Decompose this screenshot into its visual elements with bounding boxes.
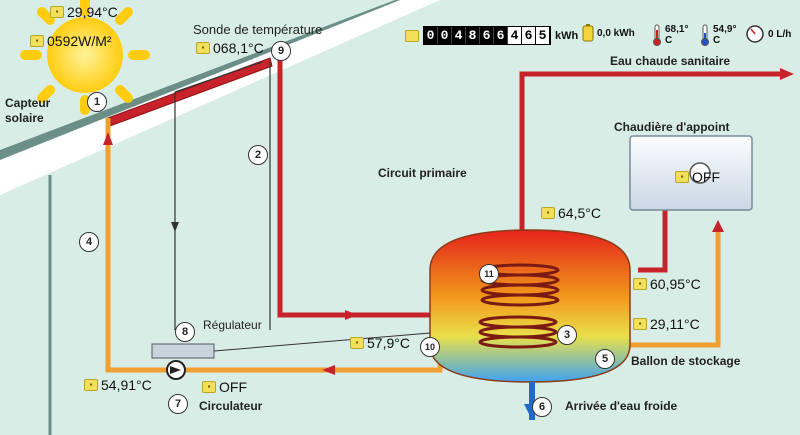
power-value: 0,0 kWh (597, 27, 635, 39)
collector-label-line2: solaire (5, 111, 44, 125)
probe-temperature: ▪068,1°C (196, 40, 264, 56)
cold-temp-indicator: 54,9°C (700, 24, 736, 46)
cold-water-label: Arrivée d'eau froide (565, 399, 678, 413)
marker-10: 10 (420, 337, 440, 357)
counter-digit: 6 (480, 27, 494, 44)
thermometer-hot-icon (653, 24, 661, 46)
counter-icon (405, 29, 419, 42)
boiler-state: ▪OFF (675, 169, 720, 185)
sensor-icon: ▪ (633, 278, 647, 290)
counter-digit: 0 (424, 27, 438, 44)
return-temperature: ▪54,91°C (84, 377, 152, 393)
tank-top-temperature: ▪60,95°C (633, 276, 701, 292)
marker-5: 5 (595, 349, 615, 369)
circulator-label: Circulateur (199, 399, 263, 413)
hot-water-label: Eau chaude sanitaire (610, 54, 731, 68)
marker-3: 3 (557, 325, 577, 345)
sensor-icon: ▪ (84, 379, 98, 391)
counter-digit: 6 (522, 27, 536, 44)
marker-2: 2 (248, 145, 268, 165)
marker-9: 9 (271, 41, 291, 61)
sensor-icon: ▪ (541, 207, 555, 219)
counter-digit: 4 (508, 27, 522, 44)
sensor-icon: ▪ (633, 318, 647, 330)
regulator-box (151, 343, 215, 359)
roof-edge (0, 0, 400, 160)
regulator-label: Régulateur (203, 318, 262, 332)
tank-bottom-temperature: ▪29,11°C (633, 316, 700, 332)
cold-temp-value: 54,9° (713, 24, 737, 35)
thermometer-cold-icon (701, 24, 709, 46)
sensor-icon: ▪ (50, 6, 64, 18)
counter-digit: 4 (452, 27, 466, 44)
marker-7: 7 (168, 394, 188, 414)
pump-state: ▪OFF (202, 379, 247, 395)
gauge-icon (746, 25, 764, 43)
marker-8: 8 (175, 322, 195, 342)
storage-tank-label: Ballon de stockage (631, 354, 741, 368)
sun-icon (20, 0, 150, 115)
counter-digit: 5 (536, 27, 550, 44)
flow-indicator: 0 L/h (745, 24, 791, 44)
collector-label-line1: Capteur (5, 96, 51, 110)
counter-digit: 6 (494, 27, 508, 44)
counter-digit: 0 (438, 27, 452, 44)
cold-temp-unit: C (713, 35, 721, 46)
sun-temperature: ▪29,94°C (50, 4, 118, 20)
primary-circuit-temperature: ▪64,5°C (541, 205, 601, 221)
energy-counter: 0 0 4 8 6 6 4 6 5 kWh (405, 26, 578, 45)
hot-temp-indicator: 68,1°C (652, 24, 688, 46)
counter-digit: 8 (466, 27, 480, 44)
regulator-temperature: ▪57,9°C (350, 335, 410, 351)
marker-11: 11 (479, 264, 499, 284)
primary-hot-pipe (277, 58, 480, 318)
probe-label: Sonde de température (193, 22, 323, 37)
marker-6: 6 (532, 397, 552, 417)
sun-irradiance: ▪0592W/M² (30, 33, 112, 49)
sensor-icon: ▪ (30, 35, 44, 47)
flow-value: 0 L/h (768, 28, 792, 40)
marker-1: 1 (87, 92, 107, 112)
sensor-icon: ▪ (202, 381, 216, 393)
marker-4: 4 (79, 232, 99, 252)
hot-water-pipe (519, 71, 780, 232)
hot-temp-value: 68,1° (665, 24, 689, 35)
battery-icon (582, 24, 594, 42)
sensor-icon: ▪ (675, 171, 689, 183)
hot-temp-unit: C (665, 35, 673, 46)
power-indicator: 0,0 kWh (582, 24, 635, 42)
solar-collector (107, 57, 273, 127)
primary-circuit-label: Circuit primaire (378, 166, 467, 180)
counter-unit: kWh (555, 29, 579, 42)
counter-digits: 0 0 4 8 6 6 4 6 5 (423, 26, 551, 45)
sensor-icon: ▪ (196, 42, 210, 54)
sensor-icon: ▪ (350, 337, 364, 349)
backup-boiler-label: Chaudière d'appoint (614, 120, 730, 134)
return-pipe (105, 118, 443, 373)
